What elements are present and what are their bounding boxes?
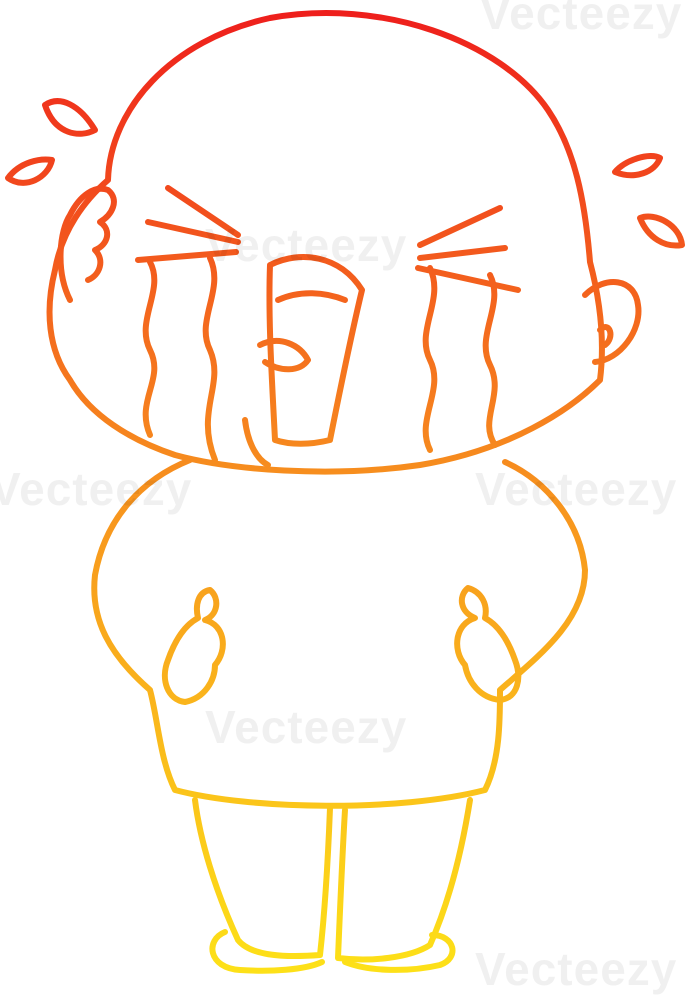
tear-drop-right-upper	[612, 152, 663, 179]
chin-curve	[242, 417, 271, 468]
right-tear-stream-inner	[422, 265, 438, 453]
head-outline	[46, 10, 605, 475]
left-leg	[192, 797, 333, 960]
tear-drop-right-lower	[637, 213, 685, 249]
right-tear-stream-outer	[482, 272, 498, 448]
upper-teeth	[275, 290, 348, 303]
right-ear	[582, 279, 642, 365]
right-foot	[342, 932, 456, 973]
left-tear-stream-inner	[202, 255, 218, 463]
left-tear-stream-outer	[142, 259, 158, 438]
torso	[91, 457, 588, 809]
left-eye-lines	[135, 185, 241, 263]
right-leg	[335, 797, 473, 963]
left-foot	[209, 929, 325, 974]
left-hand-on-head	[57, 185, 117, 303]
right-fist	[454, 585, 522, 703]
lower-lip	[257, 338, 311, 373]
tear-drop-left-upper	[42, 98, 98, 137]
tear-drop-left-lower	[5, 156, 55, 186]
right-ear-inner	[597, 324, 614, 348]
open-mouth	[266, 254, 365, 447]
left-fist	[161, 587, 226, 705]
